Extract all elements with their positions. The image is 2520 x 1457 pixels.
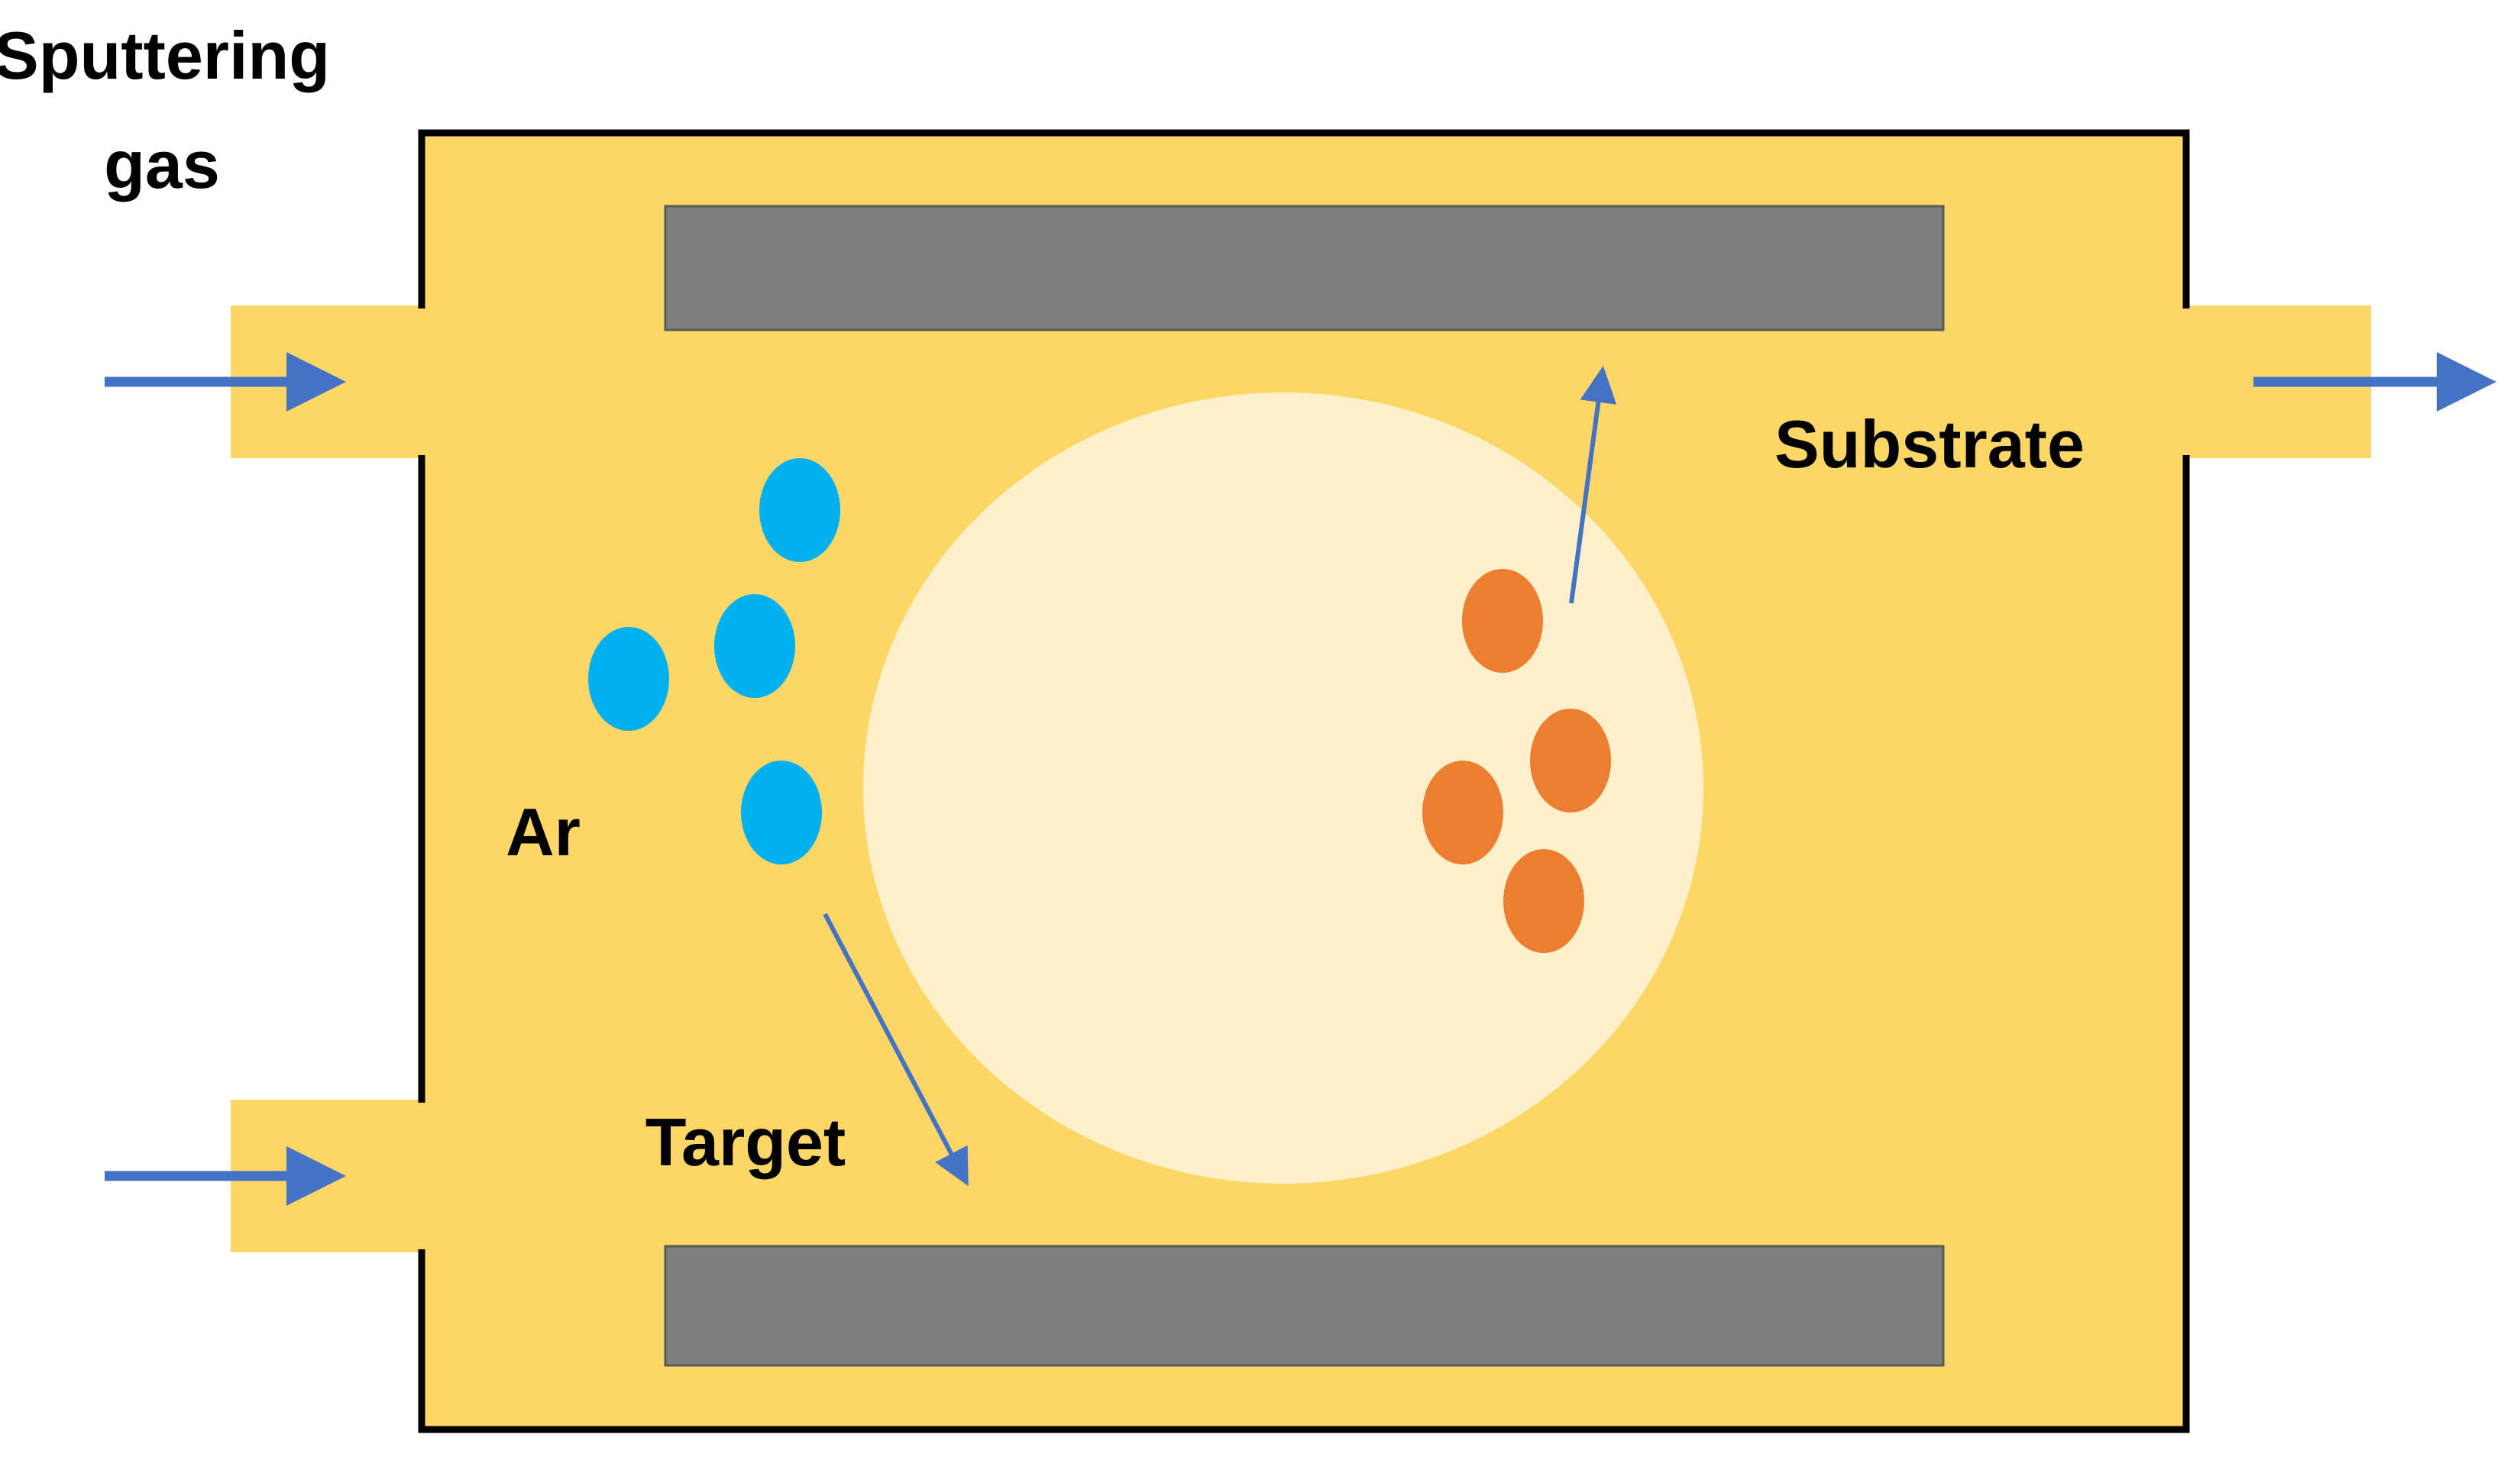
sputtered-atom: [1462, 569, 1543, 673]
argon-label: Ar: [506, 794, 581, 870]
port-opening-right: [2173, 309, 2196, 455]
target-label: Target: [645, 1104, 846, 1180]
port-opening-top: [412, 309, 435, 455]
sputtered-atom: [1530, 709, 1611, 812]
substrate-label: Substrate: [1774, 406, 2085, 482]
vacuum-chamber: [418, 129, 2190, 1433]
sputtered-atom-trajectory-arrow: [1569, 366, 1617, 604]
argon-ion-trajectory-arrow: [823, 913, 969, 1187]
argon-atom: [588, 627, 669, 731]
port-opening-bottom: [412, 1103, 435, 1249]
sputtering-gas-label-line1: Sputtering: [0, 18, 330, 93]
argon-atom: [741, 761, 822, 864]
argon-atom: [759, 458, 840, 562]
sputtered-atom: [1422, 761, 1503, 864]
sputtering-gas-label-line2: gas: [104, 127, 220, 202]
sputtered-atom: [1503, 849, 1584, 953]
argon-atom: [714, 594, 795, 698]
target-electrode: [664, 1245, 1945, 1367]
substrate-electrode: [664, 205, 1945, 331]
